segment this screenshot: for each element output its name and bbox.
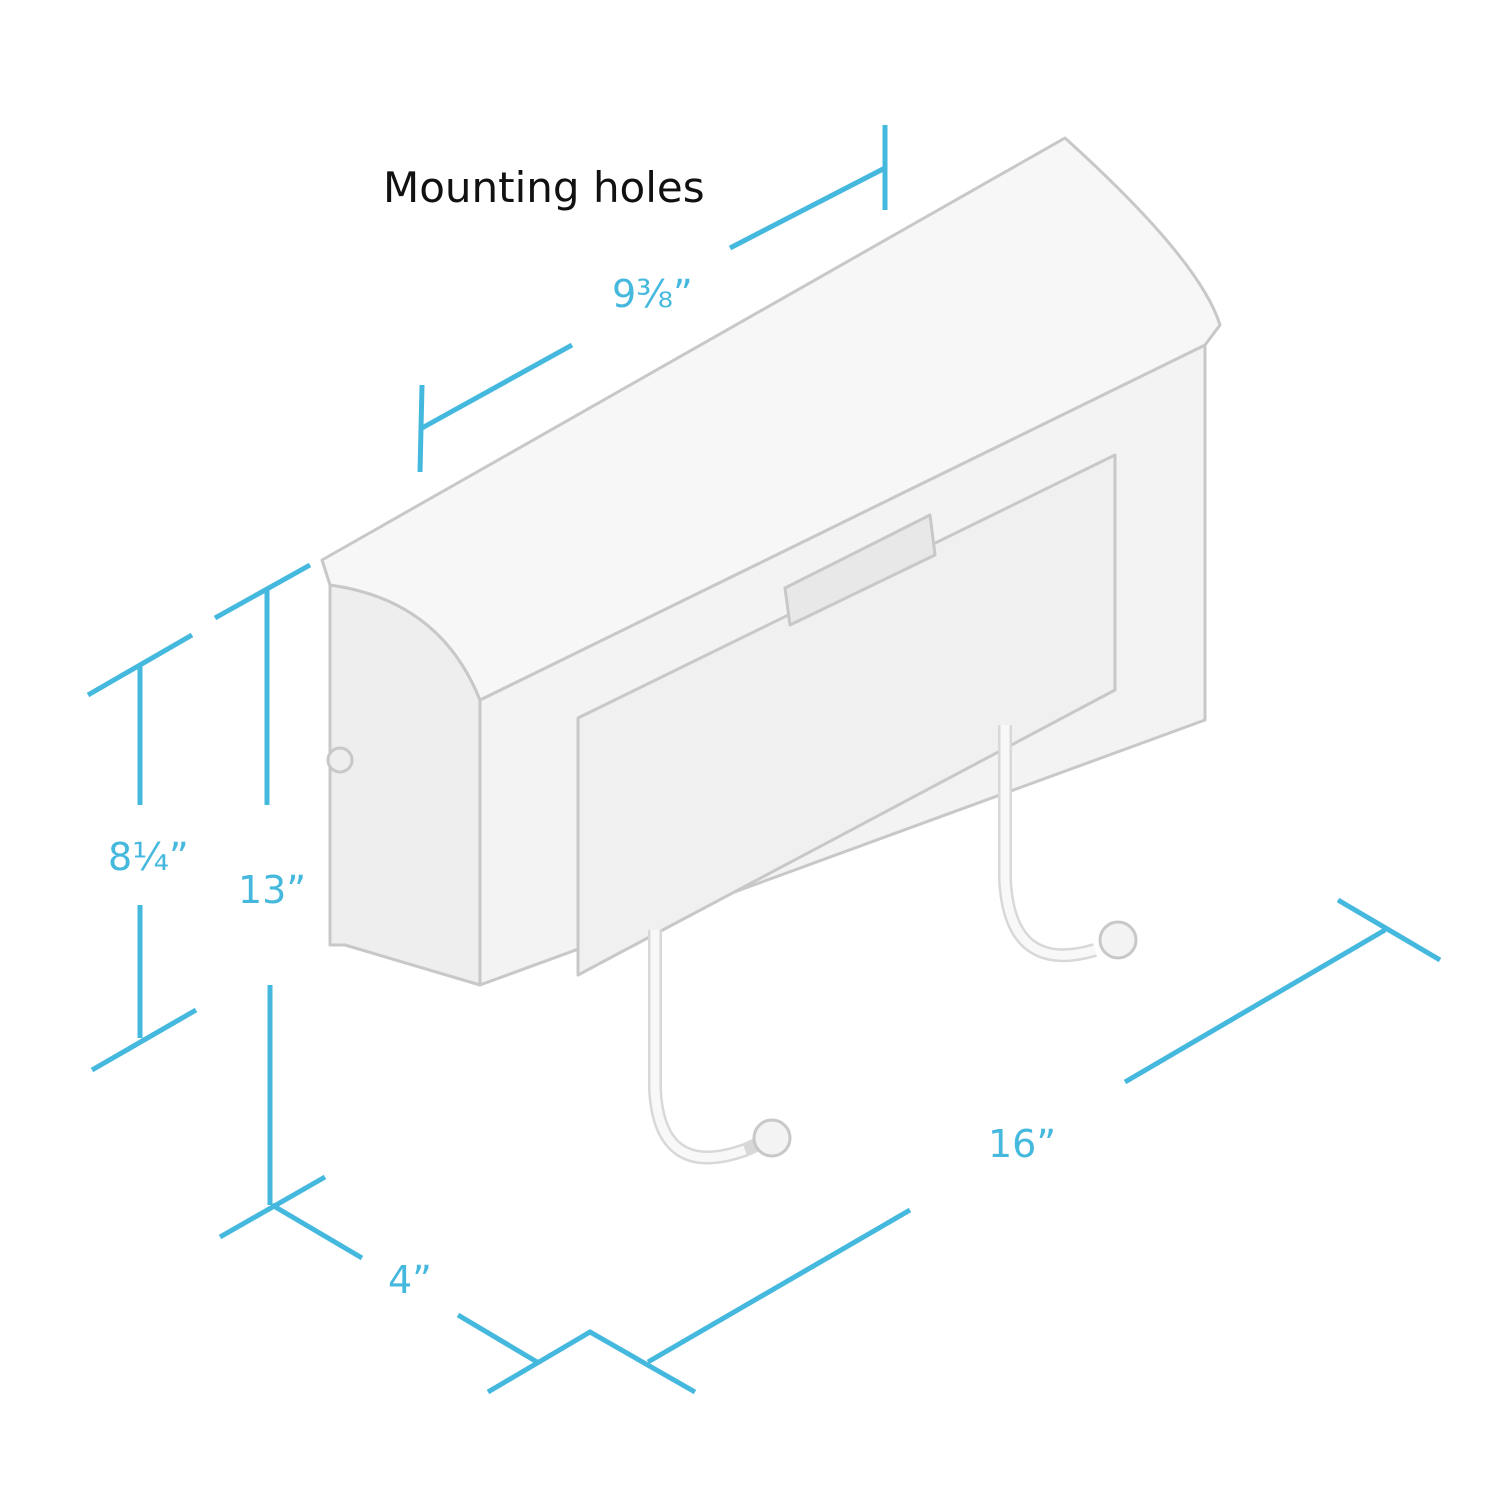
- dim-mounting-holes: [417, 125, 888, 473]
- dim-depth: [270, 1202, 697, 1395]
- lid-emblem: [783, 513, 937, 627]
- left-hook-tip: [752, 1118, 792, 1158]
- mounting-holes-label: Mounting holes: [383, 163, 705, 212]
- left-hook-inner: [650, 930, 747, 1162]
- dim-width: [646, 897, 1442, 1365]
- total-height-label: 13”: [238, 868, 307, 912]
- depth-label: 4”: [388, 1258, 432, 1302]
- right-hook-tip: [1098, 920, 1138, 960]
- side-knob: [326, 746, 354, 774]
- mounting-holes-width-label: 9⅜”: [612, 272, 693, 316]
- right-hook-inner: [1000, 725, 1097, 960]
- dim-total-height: [213, 562, 327, 1240]
- front-panel: [576, 453, 1117, 977]
- dim-back-height: [86, 632, 198, 1073]
- width-label: 16”: [988, 1122, 1057, 1166]
- mailbox: [320, 136, 1222, 1165]
- back-height-label: 8¼”: [108, 835, 189, 879]
- mailbox-lid: [320, 136, 1222, 702]
- dimension-lines: [86, 125, 1442, 1395]
